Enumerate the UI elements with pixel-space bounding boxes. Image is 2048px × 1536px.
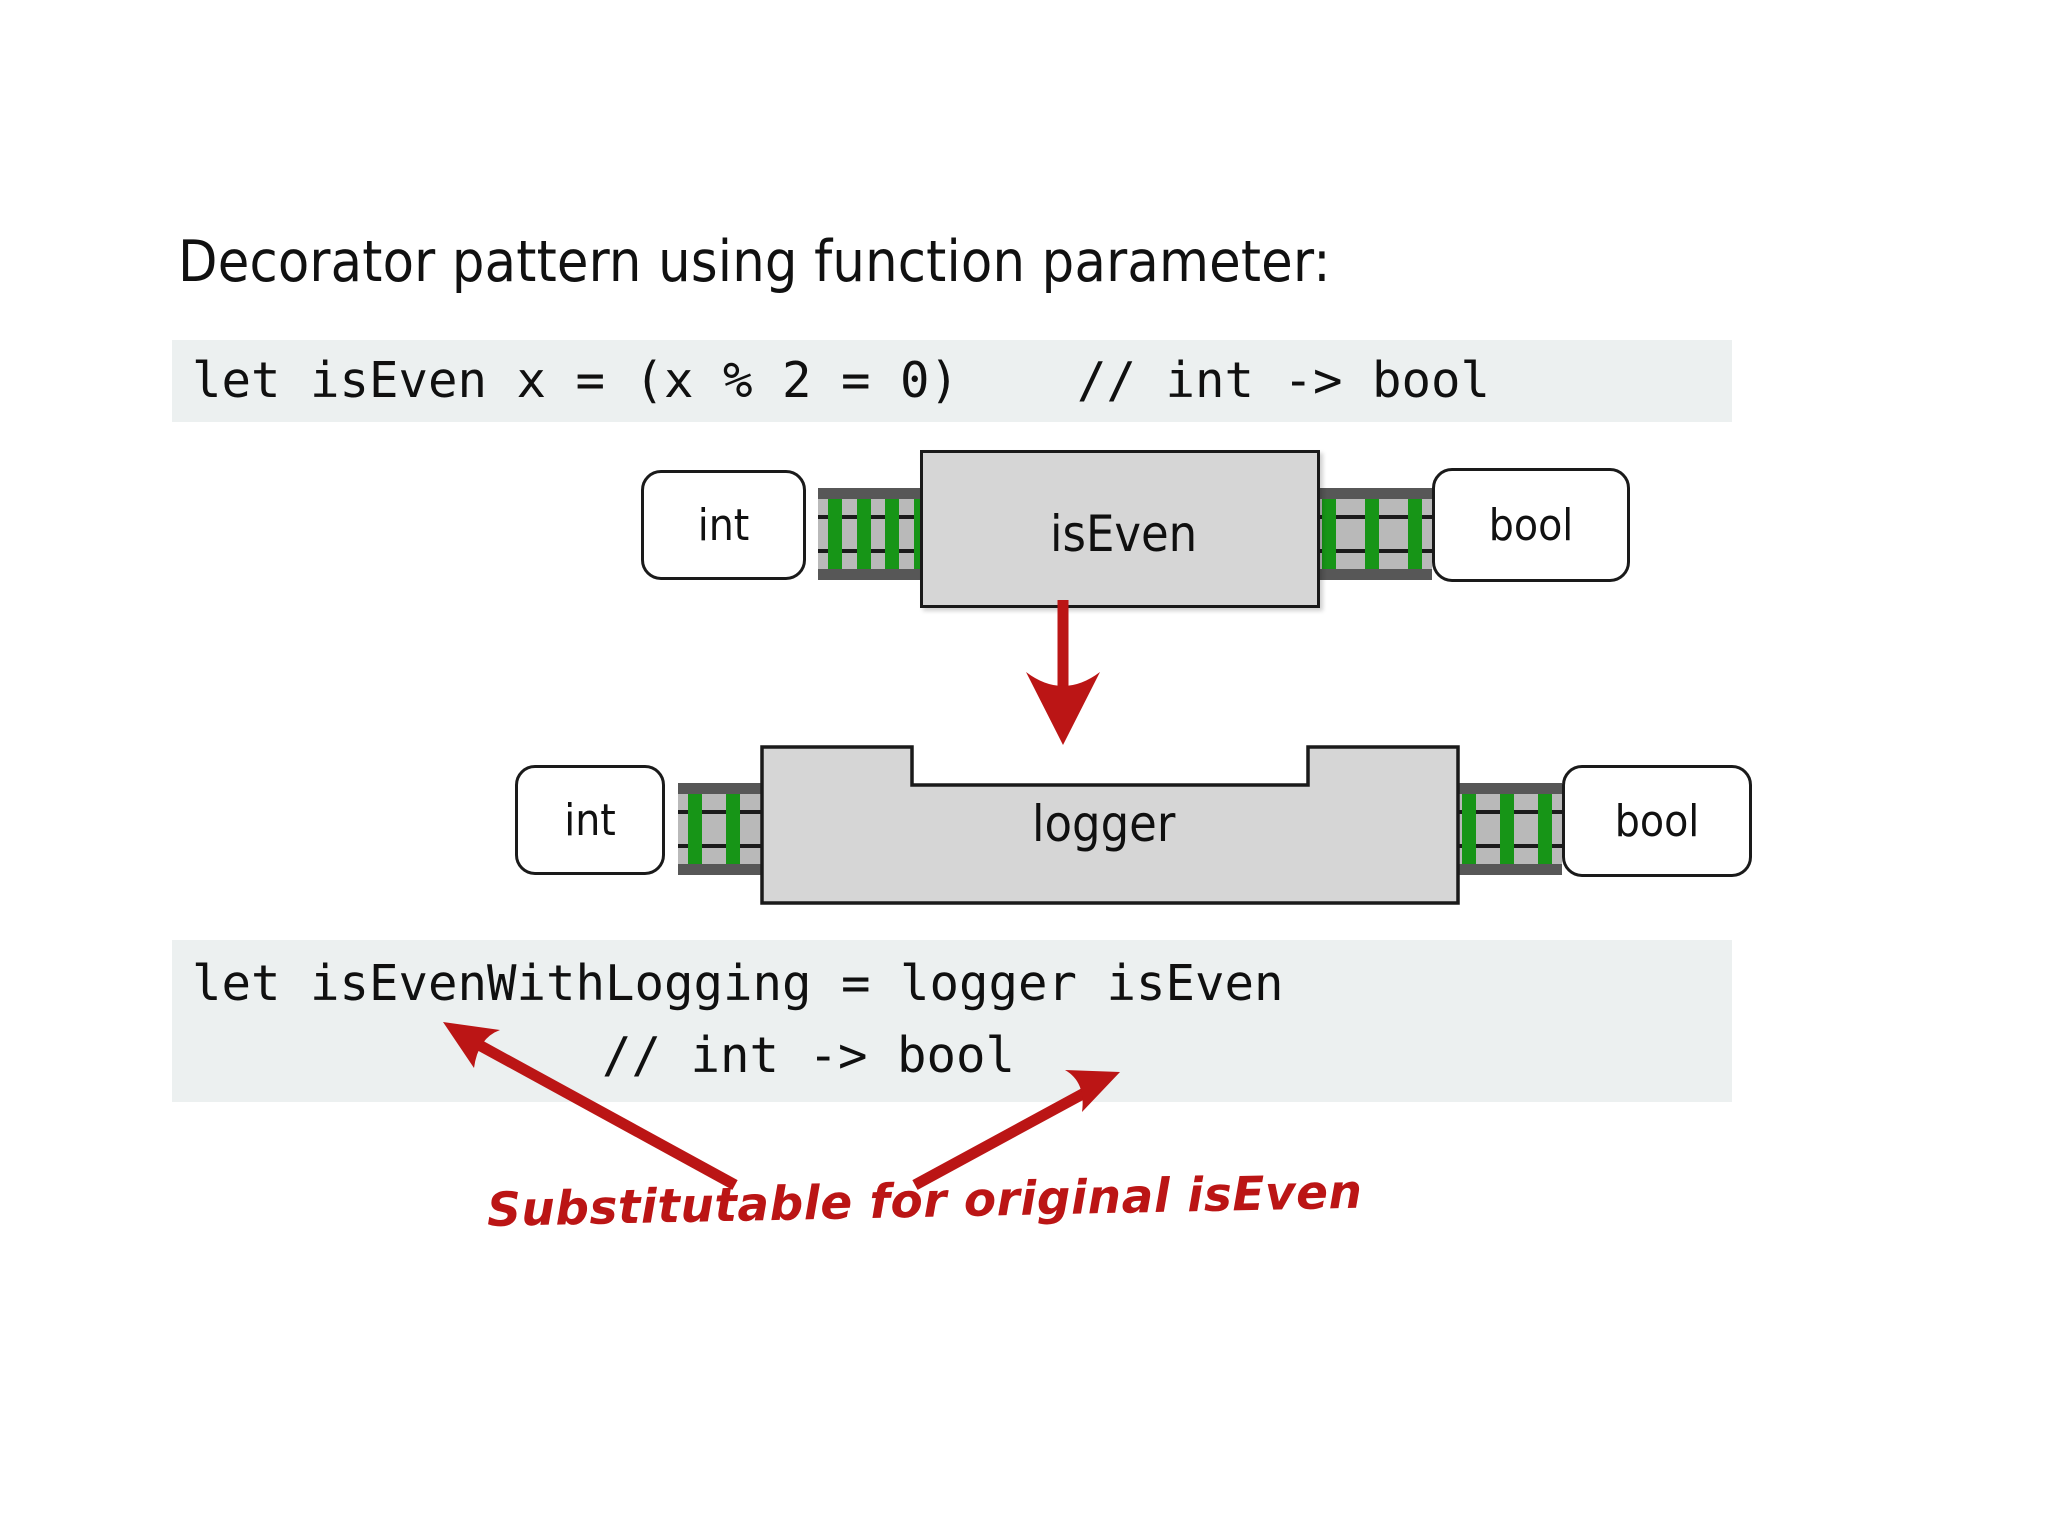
function-box-isEven: [920, 450, 1320, 608]
code-block-bottom: let isEvenWithLogging = logger isEven // …: [172, 940, 1732, 1102]
connector-rail: [818, 549, 938, 553]
down-arrow-icon: [1026, 600, 1100, 745]
connector-pins: [1452, 794, 1562, 864]
connector-pin: [688, 794, 702, 864]
connector-right-bottom: [1452, 783, 1562, 875]
code-line-2: // int -> bool: [602, 1027, 1016, 1084]
connector-rail: [818, 515, 938, 519]
type-chip-bool-bottom: bool: [1562, 765, 1752, 877]
type-chip-int-top: int: [641, 470, 806, 580]
connector-pins: [1312, 499, 1432, 569]
connector-right-top: [1312, 488, 1432, 580]
page-title: Decorator pattern using function paramet…: [178, 229, 1331, 295]
connector-pin: [856, 499, 871, 569]
connector-pin: [1408, 499, 1422, 569]
connector-pin: [1365, 499, 1379, 569]
type-chip-label: bool: [1488, 499, 1574, 551]
connector-pin: [1538, 794, 1552, 864]
connector-pin: [1500, 794, 1514, 864]
function-box-label-isEven: isEven: [1050, 505, 1198, 563]
type-chip-bool-top: bool: [1432, 468, 1630, 582]
connector-pin: [885, 499, 900, 569]
logger-outline: [760, 745, 1460, 905]
code-block-top: let isEven x = (x % 2 = 0) // int -> boo…: [172, 340, 1732, 422]
type-chip-int-bottom: int: [515, 765, 665, 875]
connector-pin: [828, 499, 842, 569]
callout-text: Substitutable for original isEven: [486, 1164, 1363, 1238]
function-box-label-logger: logger: [1032, 795, 1176, 853]
type-chip-label: int: [564, 794, 616, 846]
code-line-1: let isEvenWithLogging = logger isEven: [192, 955, 1284, 1012]
type-chip-label: bool: [1614, 795, 1700, 847]
connector-pin: [1322, 499, 1336, 569]
connector-pin: [726, 794, 740, 864]
connector-pin: [1462, 794, 1476, 864]
function-box-logger: [760, 745, 1460, 905]
type-chip-label: int: [697, 499, 750, 551]
